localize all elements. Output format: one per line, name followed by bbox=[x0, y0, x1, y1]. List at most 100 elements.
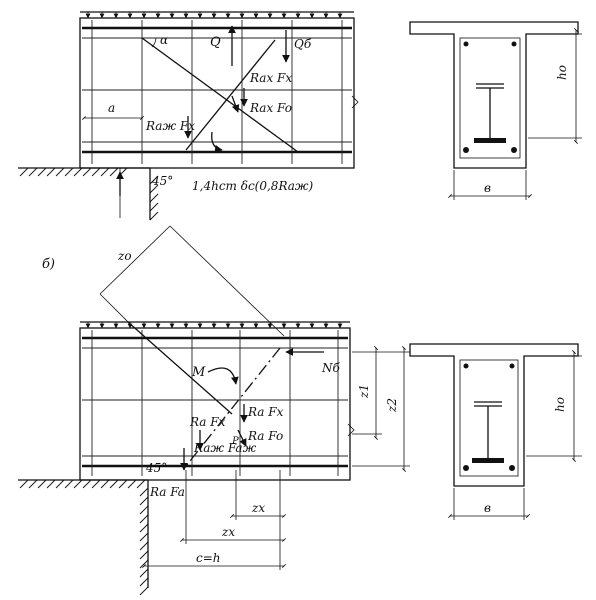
diagonal-strut-a bbox=[141, 37, 299, 153]
support-a bbox=[18, 167, 159, 221]
beam-outline-b bbox=[79, 327, 351, 481]
ibeam-flange-a bbox=[474, 138, 506, 143]
label-b-a: в bbox=[484, 181, 491, 195]
hatch-line bbox=[149, 202, 159, 212]
hatch-line bbox=[139, 568, 149, 578]
label-ra-fx-left: Ra Fx bbox=[189, 415, 226, 429]
load-arrows-a bbox=[85, 12, 343, 19]
label-rax-fx: Rax Fx bbox=[249, 71, 292, 85]
t-section-outline-b bbox=[409, 343, 579, 487]
hatch-line bbox=[139, 586, 149, 596]
hatch-line bbox=[91, 167, 101, 177]
label-ra-fx-right: Ra Fx bbox=[247, 405, 284, 419]
label-nb: Nб bbox=[321, 361, 341, 375]
section-b: hо в bbox=[409, 343, 582, 520]
hatch-line bbox=[100, 167, 110, 177]
t-section-outline-a bbox=[409, 21, 579, 169]
hatch-line bbox=[64, 479, 74, 489]
label-z2: z2 bbox=[385, 398, 399, 413]
hatch-line bbox=[139, 487, 149, 497]
label-45-a: 45° bbox=[151, 174, 173, 188]
alpha-arc bbox=[151, 37, 157, 48]
label-ra-fa: Ra Fa bbox=[149, 485, 185, 499]
moment-arrow bbox=[207, 367, 239, 385]
label-m: M bbox=[191, 365, 206, 380]
label-formula: 1,4hст δc(0,8Raж) bbox=[192, 179, 314, 193]
hatch-line bbox=[100, 479, 110, 489]
label-qb: Qб bbox=[294, 37, 312, 51]
label-c-h: c=h bbox=[196, 551, 221, 565]
hatch-line bbox=[139, 577, 149, 587]
stirrups-a bbox=[91, 20, 343, 164]
hatch-line bbox=[19, 479, 29, 489]
hatch-line bbox=[109, 167, 119, 177]
label-zx: zx bbox=[221, 525, 235, 539]
hatch-line bbox=[73, 479, 83, 489]
hatch-line bbox=[64, 167, 74, 177]
hatch-line bbox=[139, 532, 149, 542]
label-p: P bbox=[231, 436, 239, 447]
hatch-line bbox=[46, 167, 56, 177]
hatch-line bbox=[28, 167, 38, 177]
hatch-line bbox=[139, 514, 149, 524]
hatch-line bbox=[118, 479, 128, 489]
hatch-line bbox=[139, 559, 149, 569]
beam-outline-a bbox=[79, 17, 355, 169]
diagonal-crack-a bbox=[185, 39, 276, 151]
hatch-line bbox=[82, 479, 92, 489]
dim-zo-line bbox=[99, 225, 171, 295]
ibeam-flange-b bbox=[472, 458, 504, 463]
label-razh-fx: Raж Fx bbox=[145, 119, 195, 133]
ibeam-a bbox=[476, 83, 504, 141]
hatch-line bbox=[91, 479, 101, 489]
hatch-line bbox=[109, 479, 119, 489]
support-b bbox=[18, 479, 149, 596]
hatch-line bbox=[139, 550, 149, 560]
hatch-line bbox=[37, 479, 47, 489]
hatch-line bbox=[73, 167, 83, 177]
label-z1: z1 bbox=[357, 384, 371, 399]
strut-b bbox=[127, 321, 233, 415]
hatch-line bbox=[127, 479, 137, 489]
section-a: hо в bbox=[409, 21, 582, 200]
hatch-line bbox=[55, 479, 65, 489]
label-alpha: α bbox=[160, 33, 168, 47]
rotation-arrow-a bbox=[211, 131, 223, 153]
hatch-line bbox=[28, 479, 38, 489]
hatch-line bbox=[149, 175, 159, 185]
label-razh-fazh: Raж Faж bbox=[193, 441, 257, 455]
hatch-line bbox=[139, 496, 149, 506]
hatch-line bbox=[139, 541, 149, 551]
hatch-line bbox=[19, 167, 29, 177]
label-ho-a: hо bbox=[555, 65, 569, 80]
section-label-b: б) bbox=[42, 257, 55, 272]
beam-a: α Q Qб Rax Fx Rax Fo Raж Fx a 45° 1,4hст… bbox=[18, 11, 359, 221]
break-mark-b bbox=[347, 423, 355, 437]
hatch-line bbox=[149, 193, 159, 203]
hatch-line bbox=[82, 167, 92, 177]
stirrup-b bbox=[459, 359, 519, 477]
label-rax-fo: Rax Fo bbox=[249, 101, 292, 115]
hatch-line bbox=[55, 167, 65, 177]
hatch-line bbox=[37, 167, 47, 177]
load-arrows-b bbox=[85, 322, 343, 329]
hatch-line bbox=[118, 167, 128, 177]
label-ra-fo: Ra Fo bbox=[247, 429, 283, 443]
rax-fo-arrow bbox=[231, 95, 240, 113]
stirrup-a bbox=[459, 37, 521, 159]
label-q: Q bbox=[210, 35, 221, 50]
hatch-line bbox=[46, 479, 56, 489]
label-zo: zо bbox=[117, 249, 132, 263]
label-b-b: в bbox=[484, 501, 491, 515]
label-a: a bbox=[108, 101, 115, 115]
hatch-line bbox=[149, 211, 159, 221]
hatch-line bbox=[149, 184, 159, 194]
hatch-line bbox=[136, 479, 146, 489]
hatch-line bbox=[139, 523, 149, 533]
label-45-b: 45° bbox=[145, 461, 167, 475]
ibeam-b bbox=[474, 401, 502, 461]
hatch-line bbox=[139, 505, 149, 515]
label-zx-small: zx bbox=[251, 501, 265, 515]
